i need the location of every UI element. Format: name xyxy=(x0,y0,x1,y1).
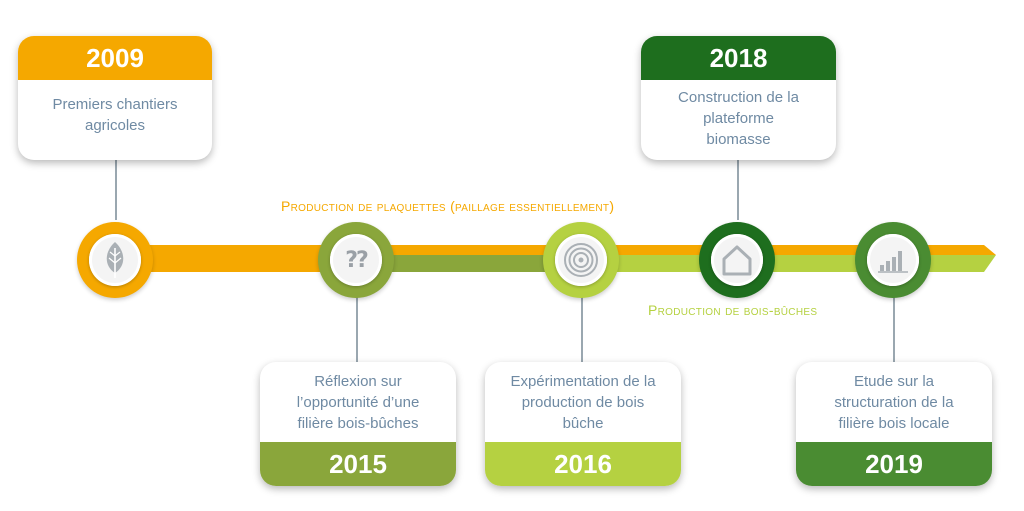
text-2009: Premiers chantiers agricoles xyxy=(52,96,178,134)
card-2009: 2009 Premiers chantiers agricoles xyxy=(18,36,212,160)
connector-2016 xyxy=(581,296,583,364)
plaquettes-label: Production de plaquettes (paillage essen… xyxy=(281,198,615,214)
connector-2019 xyxy=(893,296,895,364)
bar-chart-icon xyxy=(878,251,908,273)
buches-label: Production de bois-bûches xyxy=(648,302,818,318)
milestone-2018 xyxy=(699,222,775,298)
year-2019: 2019 xyxy=(796,442,992,486)
card-2019: Etude sur la structuration de la filière… xyxy=(796,362,992,486)
milestone-2019 xyxy=(855,222,931,298)
leaf-icon xyxy=(106,242,124,278)
year-2016: 2016 xyxy=(485,442,681,486)
question-marks-icon: ?? xyxy=(345,247,368,273)
year-2018: 2018 xyxy=(641,36,836,80)
text-2015: Réflexion sur l’opportunité d’une filièr… xyxy=(296,372,420,432)
card-2016: Expérimentation de la production de bois… xyxy=(485,362,681,486)
connector-2009 xyxy=(115,160,117,220)
card-2018: 2018 Construction de la plateforme bioma… xyxy=(641,36,836,160)
connector-2015 xyxy=(356,296,358,364)
text-2016: Expérimentation de la production de bois… xyxy=(510,372,656,432)
connector-2018 xyxy=(737,160,739,220)
text-2018: Construction de la plateforme biomasse xyxy=(678,88,799,148)
year-2015: 2015 xyxy=(260,442,456,486)
house-icon xyxy=(722,245,752,276)
year-2009: 2009 xyxy=(18,36,212,80)
buches-track xyxy=(565,255,996,272)
text-2019: Etude sur la structuration de la filière… xyxy=(834,372,954,432)
wood-rings-icon xyxy=(564,243,598,277)
milestone-2015: ?? xyxy=(318,222,394,298)
card-2015: Réflexion sur l’opportunité d’une filièr… xyxy=(260,362,456,486)
milestone-2016 xyxy=(543,222,619,298)
buches-track-olive-2 xyxy=(355,255,565,272)
milestone-2009 xyxy=(77,222,153,298)
